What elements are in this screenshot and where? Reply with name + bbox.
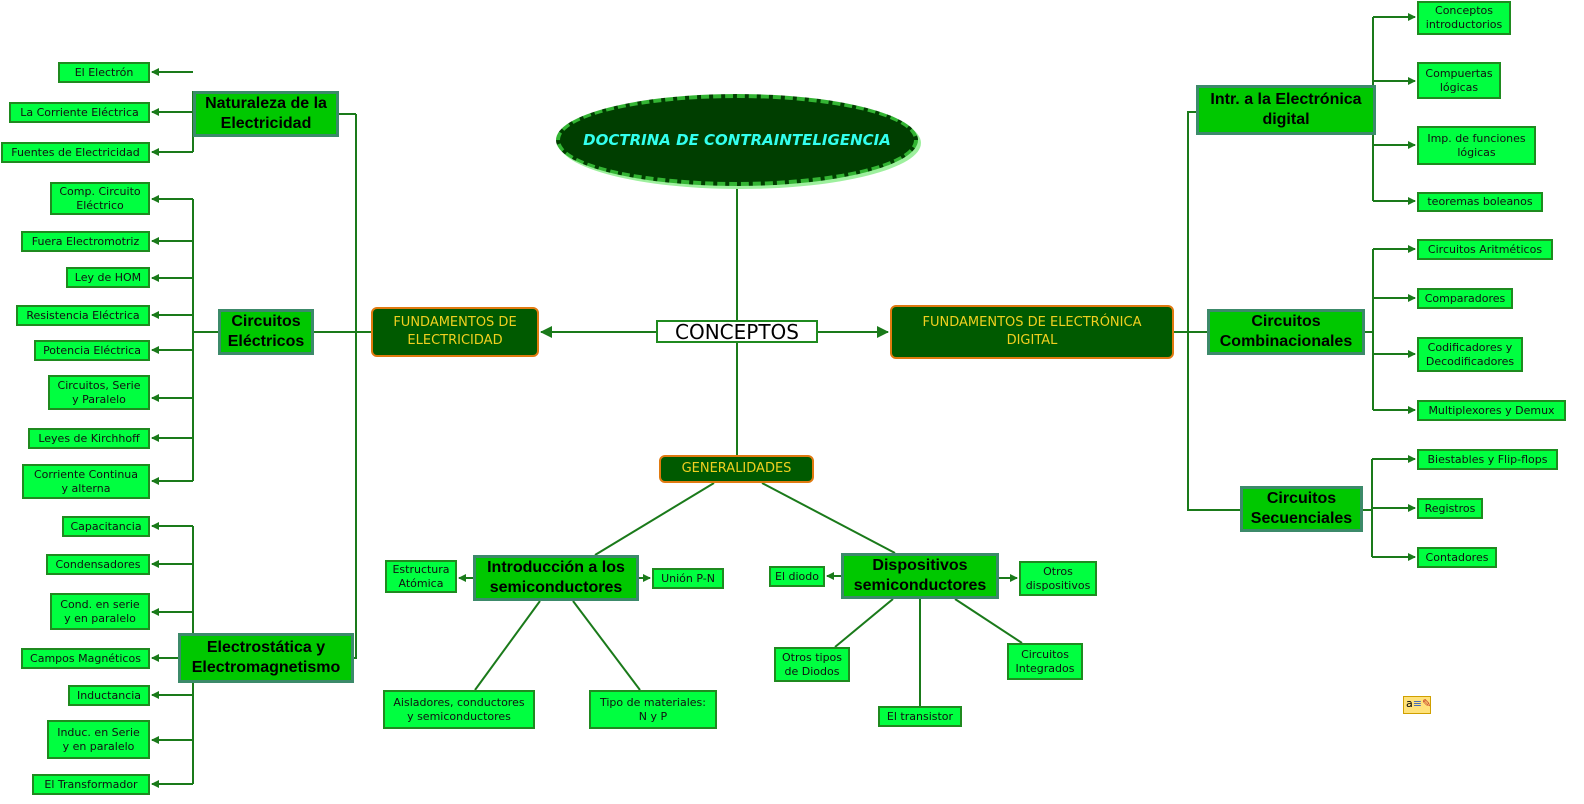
leaf-node[interactable]: Aisladores, conductores y semiconductore… bbox=[383, 690, 535, 729]
subtopic-intro-semiconductores[interactable]: Introducción a los semiconductores bbox=[473, 555, 639, 601]
note-icon[interactable]: a≡✎ bbox=[1403, 696, 1431, 714]
leaf-node[interactable]: Imp. de funciones lógicas bbox=[1417, 126, 1536, 165]
leaf-node[interactable]: Potencia Eléctrica bbox=[34, 340, 150, 361]
leaf-node[interactable]: Fuera Electromotriz bbox=[21, 231, 150, 252]
leaf-node[interactable]: Tipo de materiales: N y P bbox=[589, 690, 717, 729]
leaf-node[interactable]: Codificadores y Decodificadores bbox=[1417, 337, 1523, 372]
leaf-node[interactable]: Otros dispositivos bbox=[1019, 561, 1097, 596]
leaf-node[interactable]: Circuitos Aritméticos bbox=[1417, 239, 1553, 260]
leaf-node[interactable]: Resistencia Eléctrica bbox=[16, 305, 150, 326]
leaf-node[interactable]: Circuitos Integrados bbox=[1007, 643, 1083, 680]
map-title[interactable]: DOCTRINA DE CONTRAINTELIGENCIA bbox=[556, 94, 918, 186]
leaf-node[interactable]: Conceptos introductorios bbox=[1417, 1, 1511, 35]
leaf-node[interactable]: Cond. en serie y en paralelo bbox=[50, 593, 150, 630]
leaf-node[interactable]: Ley de HOM bbox=[66, 267, 150, 288]
leaf-node[interactable]: Circuitos, Serie y Paralelo bbox=[48, 375, 150, 410]
leaf-node[interactable]: Corriente Continua y alterna bbox=[22, 464, 150, 499]
leaf-node[interactable]: El Electrón bbox=[58, 62, 150, 83]
leaf-node[interactable]: Registros bbox=[1417, 498, 1483, 519]
leaf-node[interactable]: La Corriente Eléctrica bbox=[9, 102, 150, 123]
leaf-node[interactable]: Capacitancia bbox=[62, 516, 150, 537]
subtopic-circuitos-combinacionales[interactable]: Circuitos Combinacionales bbox=[1207, 309, 1365, 355]
subtopic-intr-electronica-digital[interactable]: Intr. a la Electrónica digital bbox=[1196, 85, 1376, 135]
leaf-node[interactable]: Comparadores bbox=[1417, 288, 1513, 309]
topic-fundamentos-electricidad[interactable]: FUNDAMENTOS DE ELECTRICIDAD bbox=[371, 307, 539, 357]
subtopic-naturaleza[interactable]: Naturaleza de la Electricidad bbox=[193, 91, 339, 137]
leaf-node[interactable]: Multiplexores y Demux bbox=[1417, 400, 1566, 421]
leaf-node[interactable]: Unión P-N bbox=[652, 568, 724, 589]
subtopic-dispositivos-semiconductores[interactable]: Dispositivos semiconductores bbox=[841, 553, 999, 599]
subtopic-electrostatica[interactable]: Electrostática y Electromagnetismo bbox=[178, 633, 354, 683]
leaf-node[interactable]: Estructura Atómica bbox=[385, 560, 457, 593]
topic-generalidades[interactable]: GENERALIDADES bbox=[659, 455, 814, 483]
leaf-node[interactable]: Biestables y Flip-flops bbox=[1417, 449, 1558, 470]
subtopic-circuitos-secuenciales[interactable]: Circuitos Secuenciales bbox=[1240, 486, 1363, 532]
leaf-node[interactable]: teoremas boleanos bbox=[1417, 192, 1543, 212]
leaf-node[interactable]: El Transformador bbox=[32, 774, 150, 795]
leaf-node[interactable]: Otros tipos de Diodos bbox=[774, 647, 850, 682]
leaf-node[interactable]: Inductancia bbox=[68, 685, 150, 706]
leaf-node[interactable]: Compuertas lógicas bbox=[1417, 62, 1501, 99]
subtopic-circuitos-electricos[interactable]: Circuitos Eléctricos bbox=[218, 309, 314, 355]
leaf-node[interactable]: Fuentes de Electricidad bbox=[1, 142, 150, 163]
leaf-node[interactable]: El transistor bbox=[878, 706, 962, 727]
topic-fundamentos-electronica-digital[interactable]: FUNDAMENTOS DE ELECTRÓNICA DIGITAL bbox=[890, 305, 1174, 359]
leaf-node[interactable]: El diodo bbox=[769, 566, 825, 587]
leaf-node[interactable]: Comp. Circuito Eléctrico bbox=[50, 182, 150, 215]
leaf-node[interactable]: Leyes de Kirchhoff bbox=[28, 428, 150, 449]
leaf-node[interactable]: Induc. en Serie y en paralelo bbox=[47, 720, 150, 759]
leaf-node[interactable]: Condensadores bbox=[46, 554, 150, 575]
leaf-node[interactable]: Campos Magnéticos bbox=[21, 648, 150, 669]
leaf-node[interactable]: Contadores bbox=[1417, 547, 1497, 568]
central-node-conceptos[interactable]: CONCEPTOS bbox=[656, 320, 818, 344]
